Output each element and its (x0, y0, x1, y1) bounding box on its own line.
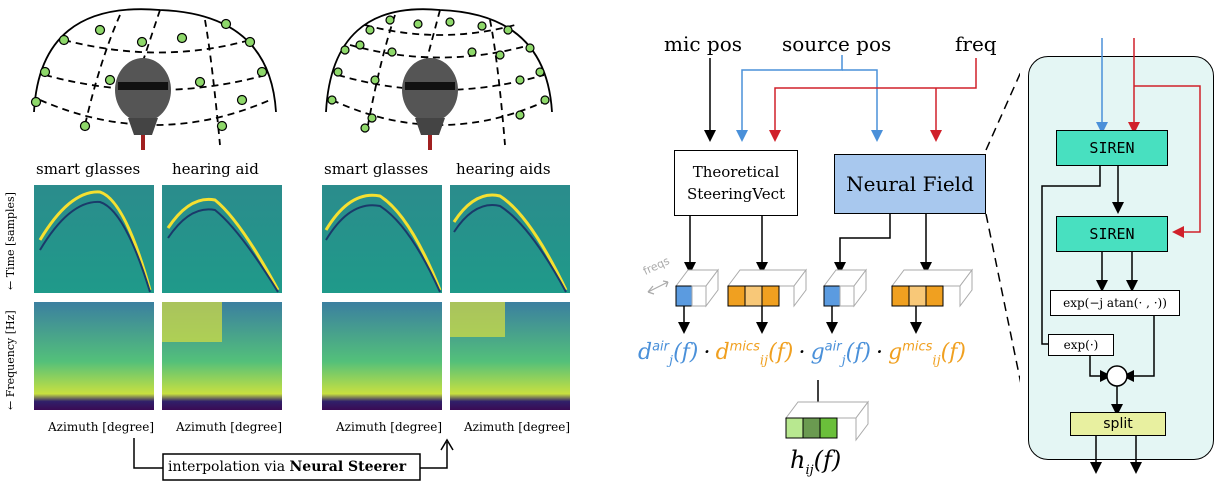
plot-title-1: smart glasses (36, 160, 141, 178)
tensor-h (785, 400, 869, 442)
d-air-symbol: d (638, 340, 653, 366)
g-air-arg: (f) (845, 340, 871, 366)
dummy-head-right (402, 58, 458, 150)
mic-points-left (30, 18, 268, 132)
dummy-head-left (115, 58, 171, 150)
neural-field-box: Neural Field (834, 154, 986, 214)
g-mics-sub: ij (932, 353, 941, 369)
interpolation-prefix: interpolation via (168, 459, 290, 475)
left-illustration (30, 8, 570, 481)
h-arg: (f) (813, 446, 842, 474)
middle-diagram (647, 55, 1020, 442)
d-air: dairj(f) (638, 340, 699, 369)
mic-pos-label: mic pos (664, 32, 743, 56)
d-air-arg: (f) (673, 340, 699, 366)
xlabel-2: Azimuth [degree] (176, 420, 283, 434)
freq-plots (34, 302, 570, 410)
neural-field-detail-panel (1028, 56, 1214, 460)
g-air-sub: j (841, 353, 846, 369)
g-air-sup: air (824, 340, 842, 355)
h-output: hij(f) (790, 446, 841, 478)
exp-atan-block: exp(−j atan(· , ·)) (1050, 290, 1180, 316)
theoretical-line2: SteeringVect (686, 185, 786, 203)
time-plots (34, 185, 570, 293)
siren-block-2: SIREN (1056, 216, 1168, 252)
tensor-g-air (823, 268, 867, 308)
mic-points-right (327, 15, 550, 133)
h-sub: ij (805, 462, 814, 478)
split-block: split (1070, 412, 1166, 436)
d-air-sub: j (669, 353, 674, 369)
g-air-symbol: g (810, 340, 825, 366)
dot-3: · (876, 340, 884, 366)
theoretical-line1: Theoretical (692, 163, 780, 181)
d-mics-sup: mics (729, 340, 760, 355)
d-mics-symbol: d (715, 340, 730, 366)
interpolation-bold: Neural Steerer (289, 459, 407, 475)
dot-2: · (798, 340, 806, 366)
g-mics-arg: (f) (940, 340, 966, 366)
plot-title-2: hearing aid (172, 160, 259, 178)
tensor-d-air (675, 268, 719, 308)
dot-1: · (703, 340, 711, 366)
tensor-d-mics (727, 268, 807, 308)
theoretical-steering-box: Theoretical SteeringVect (674, 150, 798, 216)
tensor-g-mics (891, 268, 973, 308)
xlabel-1: Azimuth [degree] (48, 420, 155, 434)
d-mics-arg: (f) (768, 340, 794, 366)
odot-circle (1106, 365, 1128, 387)
d-mics-sub: ij (759, 353, 769, 369)
g-air: gairj(f) (810, 340, 871, 369)
odot-operator: ⊙ (1110, 365, 1124, 384)
xlabel-3: Azimuth [degree] (336, 420, 443, 434)
right-diagram-arrows (1041, 38, 1201, 474)
product-formula: dairj(f) · dmicsij(f) · gairj(f) · gmics… (638, 340, 966, 369)
plot-title-3: smart glasses (324, 160, 429, 178)
siren-block-1: SIREN (1056, 130, 1168, 166)
plot-title-4: hearing aids (456, 160, 551, 178)
d-mics: dmicsij(f) (715, 340, 794, 369)
freq-label: freq (955, 32, 997, 56)
h-symbol: h (790, 446, 806, 474)
ylabel-freq: ← Frequency [Hz] (4, 310, 17, 410)
exp-block: exp(·) (1048, 334, 1114, 356)
ylabel-time: ← Time [samples] (4, 192, 17, 290)
g-mics-symbol: g (888, 340, 903, 366)
d-air-sup: air (652, 340, 670, 355)
interpolation-label: interpolation via Neural Steerer (168, 459, 406, 475)
xlabel-4: Azimuth [degree] (464, 420, 571, 434)
g-mics-sup: mics (902, 340, 933, 355)
g-mics: gmicsij(f) (888, 340, 966, 369)
source-pos-label: source pos (782, 32, 892, 56)
interpolation-arrow (133, 438, 454, 481)
